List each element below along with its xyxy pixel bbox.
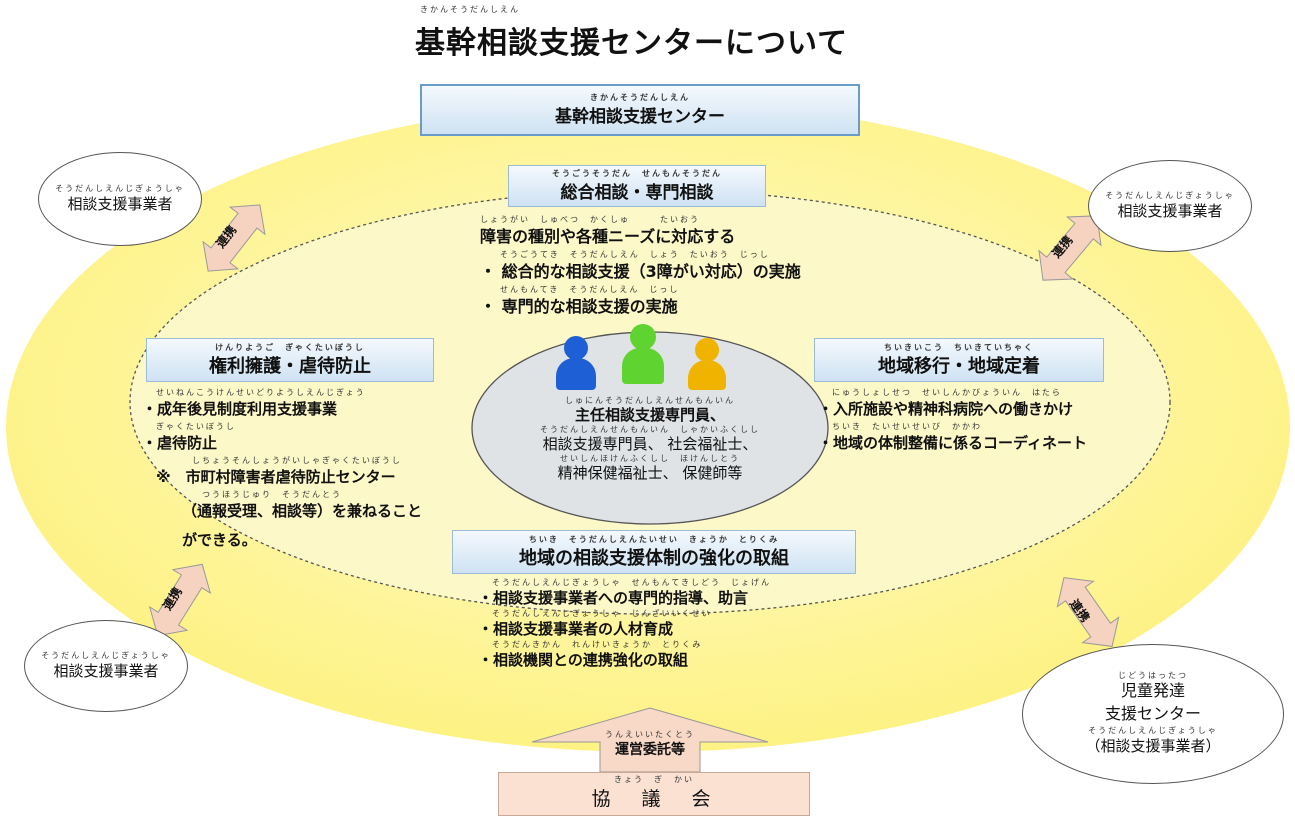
- bubble-top-left: そうだんしえんじぎょうしゃ 相談支援事業者: [38, 152, 202, 246]
- staff-line-3: 精神保健福祉士、 保健師等: [557, 464, 743, 482]
- entrust-label-block: うんえいいたくとう 運営委託等: [600, 730, 700, 759]
- left-item-1: ・成年後見制度利用支援事業: [142, 400, 338, 418]
- bubble-top-right-label: 相談支援事業者: [1117, 202, 1223, 220]
- bubble-bottom-left: そうだんしえんじぎょうしゃ 相談支援事業者: [24, 620, 188, 712]
- kenri-yougo-title: 権利擁護・虐待防止: [209, 355, 371, 377]
- center-bullet-1-text: 総合的な相談支援（3障がい対応）の実施: [501, 262, 801, 281]
- bubble-top-right-ruby: そうだんしえんじぎょうしゃ: [1105, 191, 1235, 200]
- left-text-block: せいねんこうけんせいどりようしえんじぎょう ・成年後見制度利用支援事業 ぎゃくた…: [142, 388, 422, 553]
- council-box: きょう ぎ かい 協 議 会: [498, 772, 810, 816]
- renkei-arrow-bottom-left: [148, 563, 212, 637]
- left-item-2: ・虐待防止: [142, 434, 218, 452]
- right-text-block: にゅうしょしせつ せいしんかびょういん はたら ・入所施設や精神科病院への働きか…: [818, 388, 1087, 456]
- left-ruby-1: せいねんこうけんせいどりようしえんじぎょう: [156, 388, 366, 397]
- note-mark: ※: [156, 468, 171, 486]
- right-item-2: ・地域の体制整備に係るコーディネート: [818, 434, 1087, 452]
- kikan-center-ruby: きかんそうだんしえん: [590, 93, 690, 102]
- sougou-soudan-ruby: そうごうそうだん せんもんそうだん: [552, 169, 722, 178]
- kikan-center-box: きかんそうだんしえん 基幹相談支援センター: [420, 84, 860, 136]
- council-label: 協 議 会: [591, 788, 717, 810]
- bubble-bottom-right-ruby-1: じどうはったつ: [1118, 671, 1188, 680]
- kenri-yougo-header: けんりようご ぎゃくたいぼうし 権利擁護・虐待防止: [146, 338, 434, 382]
- center-bullet-2: ・ 専門的な相談支援の実施: [480, 297, 678, 316]
- bottom-ruby-2: そうだんしえんじぎょうしゃ じんざいいくせい: [492, 609, 712, 618]
- page-title: 基幹相談支援センターについて: [415, 26, 849, 61]
- left-note-1-text: 市町村障害者虐待防止センター: [185, 468, 396, 486]
- left-ruby-2: ぎゃくたいぼうし: [156, 422, 236, 431]
- right-item-1: ・入所施設や精神科病院への働きかけ: [818, 400, 1074, 418]
- bubble-top-right: そうだんしえんじぎょうしゃ 相談支援事業者: [1088, 160, 1252, 252]
- left-note-1: ※ 市町村障害者虐待防止センター: [156, 465, 422, 490]
- left-note-3: ができる。: [182, 531, 257, 549]
- bottom-text-block: そうだんしえんじぎょうしゃ せんもんてきしどう じょげん ・相談支援事業者への専…: [478, 578, 771, 671]
- chiiki-kyouka-header: ちいき そうだんしえんたいせい きょうか とりくみ 地域の相談支援体制の強化の取…: [452, 530, 856, 574]
- staff-ruby-3: せいしんほけんふくしし ほけんしとう: [560, 454, 740, 463]
- bubble-top-left-label: 相談支援事業者: [67, 195, 173, 213]
- person-head: [564, 336, 588, 360]
- center-bullet-2-text: 専門的な相談支援の実施: [501, 297, 678, 316]
- bubble-bottom-left-label: 相談支援事業者: [53, 662, 159, 680]
- right-ruby-2: ちいき たいせいせいび かかわ: [832, 422, 982, 431]
- bubble-bottom-right-ruby-2: そうだんしえんじぎょうしゃ: [1088, 726, 1218, 735]
- left-ruby-3: しちょうそんしょうがいしゃぎゃくたいぼうし: [192, 456, 402, 465]
- bottom-item-3: ・相談機関との連携強化の取組: [478, 651, 688, 669]
- bubble-top-left-ruby: そうだんしえんじぎょうしゃ: [55, 184, 185, 193]
- left-note-2: （通報受理、相談等）を兼ねること: [182, 502, 423, 520]
- person-icon-green: [622, 324, 664, 384]
- chiiki-kyouka-title: 地域の相談支援体制の強化の取組: [519, 547, 789, 569]
- bubble-bottom-right: じどうはったつ 児童発達 支援センター そうだんしえんじぎょうしゃ （相談支援事…: [1022, 644, 1284, 784]
- staff-line-2: 相談支援専門員、 社会福祉士、: [542, 435, 758, 453]
- kenri-yougo-ruby: けんりようご ぎゃくたいぼうし: [215, 342, 365, 352]
- staff-text-block: しゅにんそうだんしえんせんもんいん 主任相談支援専門員、 そうだんしえんせんもん…: [500, 396, 800, 483]
- staff-ruby-1: しゅにんそうだんしえんせんもんいん: [565, 396, 735, 405]
- center-bullet-1: ・ 総合的な相談支援（3障がい対応）の実施: [480, 262, 801, 281]
- sougou-soudan-title: 総合相談・専門相談: [560, 183, 714, 203]
- center-line-1: 障害の種別や各種ニーズに対応する: [480, 227, 736, 246]
- council-ruby: きょう ぎ かい: [614, 775, 694, 784]
- person-body: [556, 358, 596, 390]
- person-icon-yellow: [688, 338, 726, 390]
- chiiki-ikou-header: ちいきいこう ちいきていちゃく 地域移行・地域定着: [814, 338, 1104, 382]
- renkei-arrow-top-left: [202, 204, 266, 272]
- staff-line-1: 主任相談支援専門員、: [574, 406, 725, 424]
- bottom-item-2: ・相談支援事業者の人材育成: [478, 620, 674, 638]
- title-ruby: きかんそうだんしえん: [420, 5, 520, 14]
- entrust-ruby: うんえいいたくとう: [605, 730, 695, 739]
- person-head: [695, 338, 719, 362]
- person-head: [630, 324, 656, 350]
- bubble-bottom-right-line-3: （相談支援事業者）: [1085, 737, 1221, 755]
- bubble-bottom-right-line-1: 児童発達: [1120, 681, 1185, 700]
- center-ruby-2: そうごうてき そうだんしえん しょう たいおう じっし: [500, 250, 770, 259]
- bubble-bottom-left-ruby: そうだんしえんじぎょうしゃ: [41, 651, 171, 660]
- entrust-label: 運営委託等: [615, 742, 685, 758]
- person-body: [688, 360, 726, 390]
- staff-ruby-2: そうだんしえんせんもんいん しゃかいふくしし: [540, 425, 760, 434]
- center-text-block: しょうがい しゅべつ かくしゅ たいおう 障害の種別や各種ニーズに対応する そう…: [480, 215, 801, 320]
- center-ruby-3: せんもんてき そうだんしえん じっし: [500, 285, 680, 294]
- sougou-soudan-header: そうごうそうだん せんもんそうだん 総合相談・専門相談: [508, 165, 766, 207]
- kikan-center-label: 基幹相談支援センター: [555, 107, 725, 127]
- bubble-bottom-right-line-2: 支援センター: [1104, 704, 1201, 723]
- center-ruby-1: しょうがい しゅべつ かくしゅ たいおう: [480, 215, 700, 224]
- left-ruby-4: つうほうじゅり そうだんとう: [202, 490, 342, 499]
- bottom-ruby-3: そうだんきかん れんけいきょうか とりくみ: [492, 640, 703, 649]
- bottom-ruby-1: そうだんしえんじぎょうしゃ せんもんてきしどう じょげん: [492, 578, 771, 587]
- right-ruby-1: にゅうしょしせつ せいしんかびょういん はたら: [832, 388, 1062, 397]
- chiiki-ikou-ruby: ちいきいこう ちいきていちゃく: [884, 342, 1034, 352]
- chiiki-kyouka-ruby: ちいき そうだんしえんたいせい きょうか とりくみ: [528, 534, 780, 544]
- person-body: [622, 348, 664, 384]
- chiiki-ikou-title: 地域移行・地域定着: [878, 355, 1040, 377]
- person-icon-blue: [556, 336, 596, 390]
- bottom-item-1: ・相談支援事業者への専門的指導、助言: [478, 589, 749, 607]
